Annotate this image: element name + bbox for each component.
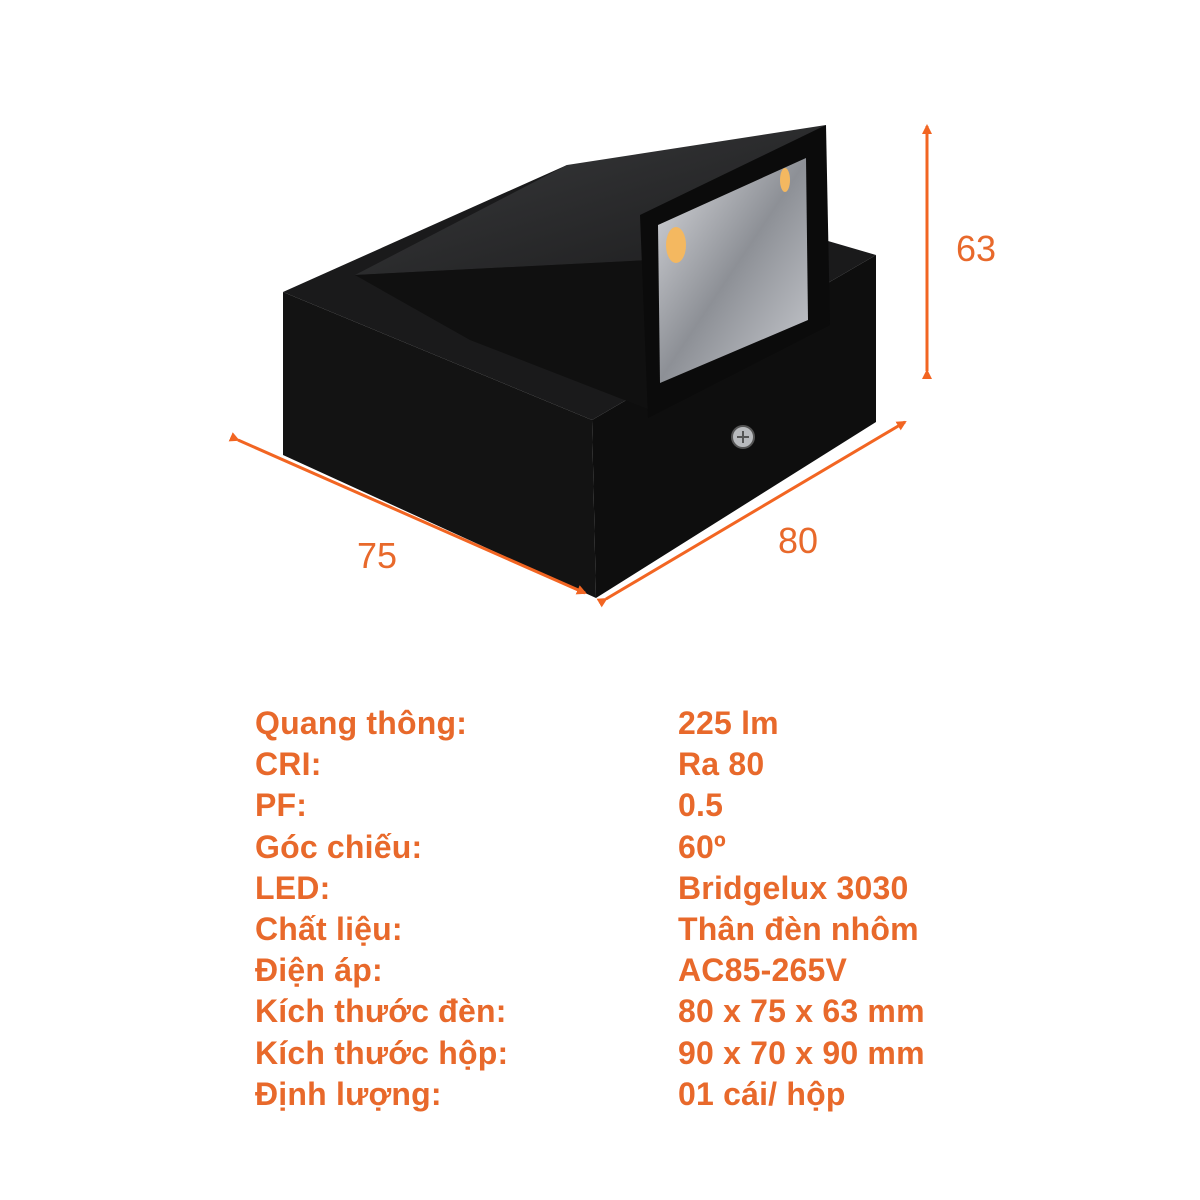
spec-label: Điện áp:	[255, 952, 383, 989]
spec-value: Bridgelux 3030	[678, 869, 909, 906]
spec-label: Quang thông:	[255, 705, 468, 741]
dimension-arrow-80	[596, 420, 907, 608]
dimension-width-right-label: 80	[778, 520, 819, 561]
spec-row: Định lượng: 01 cái/ hộp	[255, 1074, 975, 1115]
spec-row: Kích thước đèn: 80 x 75 x 63 mm	[255, 991, 975, 1032]
spec-label: Kích thước đèn:	[255, 993, 507, 1030]
spec-table: Quang thông: 225 lm CRI: Ra 80 PF: 0.5 G…	[255, 703, 975, 1115]
spec-label: LED:	[255, 869, 331, 906]
spec-row: PF: 0.5	[255, 785, 975, 826]
spec-row: Quang thông: 225 lm	[255, 703, 975, 744]
spec-label: CRI:	[255, 746, 322, 783]
spec-value: 0.5	[678, 787, 724, 824]
dimension-width-left-label: 75	[357, 535, 398, 576]
spec-row: Góc chiếu: 60º	[255, 827, 975, 868]
lens-glass	[658, 158, 808, 383]
led-chip	[666, 227, 686, 263]
spec-label: Góc chiếu:	[255, 828, 423, 865]
product-figure: 63 75 80	[228, 124, 997, 608]
spec-value: Thân đèn nhôm	[678, 910, 919, 947]
lamp-head-slope	[355, 125, 826, 275]
spec-label: Định lượng:	[255, 1075, 442, 1112]
spec-value: Ra 80	[678, 746, 765, 783]
spec-label: Kích thước hộp:	[255, 1034, 509, 1071]
spec-value: 01 cái/ hộp	[678, 1075, 846, 1112]
dimension-height-label: 63	[956, 228, 997, 269]
spec-row: CRI: Ra 80	[255, 744, 975, 785]
spec-label: PF:	[255, 787, 308, 824]
spec-row: Chất liệu: Thân đèn nhôm	[255, 909, 975, 950]
spec-row: Điện áp: AC85-265V	[255, 950, 975, 991]
lamp-illustration	[228, 124, 932, 608]
spec-row: Kích thước hộp: 90 x 70 x 90 mm	[255, 1033, 975, 1074]
dimension-arrow-75	[228, 432, 587, 595]
lamp-head-side	[355, 260, 650, 410]
spec-value: 90 x 70 x 90 mm	[678, 1034, 925, 1071]
spec-row: LED: Bridgelux 3030	[255, 868, 975, 909]
spec-label: Chất liệu:	[255, 910, 403, 947]
spec-value: 80 x 75 x 63 mm	[678, 993, 925, 1030]
spec-value: 225 lm	[678, 705, 779, 741]
spec-value: AC85-265V	[678, 952, 848, 989]
spec-value: 60º	[678, 828, 726, 865]
